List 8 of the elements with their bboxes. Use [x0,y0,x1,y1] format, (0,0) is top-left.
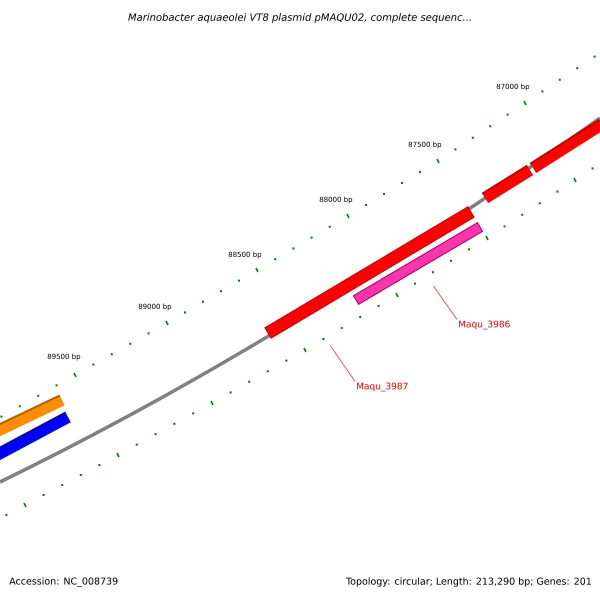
gene-label: Maqu_3987 [357,382,408,392]
summary-text: Topology: circular; Length: 213,290 bp; Genes: 201 [346,577,591,587]
title: Marinobacter aquaeolei VT8 plasmid pMAQU02, complete sequenc... [128,13,471,23]
leader-line [330,345,356,382]
leader-line [433,286,458,320]
gene-label: Maqu_3986 [459,320,510,330]
accession-text: Accession: NC_008739 [9,577,118,587]
gene-bar [352,222,484,306]
